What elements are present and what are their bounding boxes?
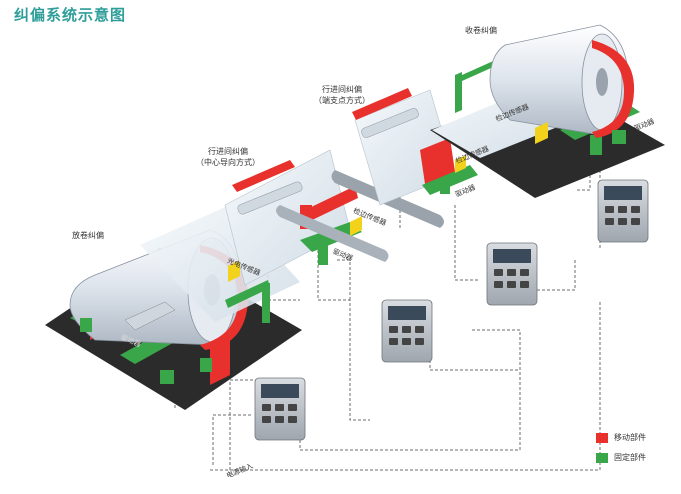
controller-4 (597, 179, 649, 243)
inline-center-label: 行进间纠偏 （中心导向方式） (182, 146, 274, 168)
controller-2 (381, 299, 433, 363)
legend-fixed-swatch (596, 452, 608, 463)
inline-edge-guide (352, 88, 478, 206)
legend-moving-swatch (596, 432, 608, 443)
inline-center-title: 行进间纠偏 (208, 147, 248, 156)
page-title: 纠偏系统示意图 (14, 6, 127, 24)
inline-center-subtitle: （中心导向方式） (196, 158, 260, 167)
legend-moving-text: 移动部件 (614, 433, 646, 442)
inline-edge-label: 行进间纠偏 （端支点方式） (298, 84, 386, 106)
controller-3 (486, 242, 538, 306)
legend-fixed: 固定部件 (596, 452, 646, 463)
rewind-station (430, 24, 665, 198)
rewind-label: 收卷纠偏 (465, 26, 497, 35)
unwind-label: 放卷纠偏 (72, 231, 104, 240)
legend-fixed-text: 固定部件 (614, 453, 646, 462)
inline-edge-subtitle: （端支点方式） (314, 96, 370, 105)
unwind-station (45, 205, 302, 410)
inline-edge-title: 行进间纠偏 (322, 85, 362, 94)
legend-moving: 移动部件 (596, 432, 646, 443)
controller-1 (254, 377, 306, 441)
